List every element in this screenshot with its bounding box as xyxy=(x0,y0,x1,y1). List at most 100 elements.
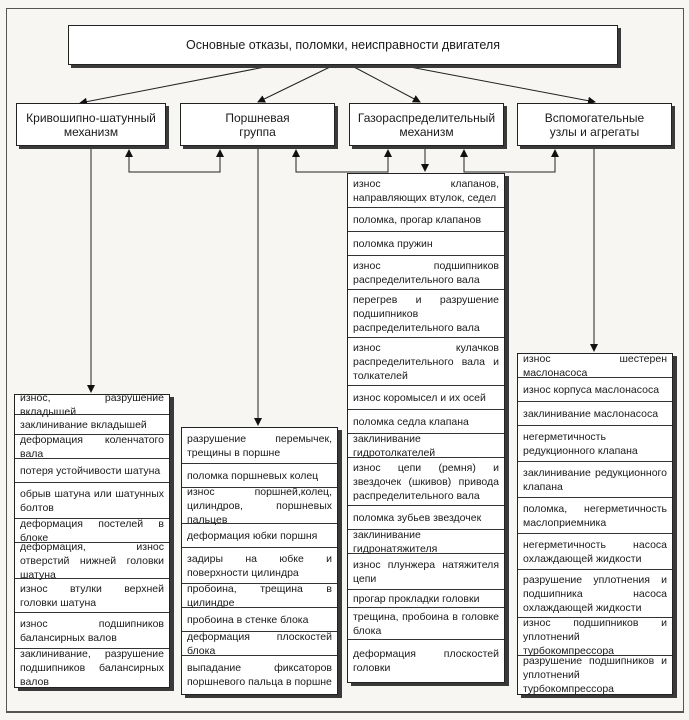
list-item-text: разрушение подшипников и уплотнений турб… xyxy=(523,655,667,695)
list-item-text: задиры на юбке и поверхности цилиндра xyxy=(187,552,332,579)
list-item: задиры на юбке и поверхности цилиндра xyxy=(182,548,337,584)
list-item-text: разрушение уплотнения и подшипника насос… xyxy=(523,573,667,614)
list-item: поломка, прогар клапанов xyxy=(348,208,504,232)
list-item-text: трещина, пробоина в головке блока xyxy=(353,610,499,637)
list-item: износ плунжера натяжителя цепи xyxy=(348,554,504,590)
list-item: деформация плоскостей головки xyxy=(348,640,504,682)
category-label: группа xyxy=(239,124,276,139)
list-item: заклинивание гидротолкателей xyxy=(348,432,504,459)
list-item-text: негерметичность насоса охлаждающей жидко… xyxy=(523,538,667,565)
list-item-text: износ шестерен маслонасоса xyxy=(523,352,667,379)
list-item-text: износ подшипников балансирных валов xyxy=(20,617,164,644)
list-item: износ цепи (ремня) и звездочек (шкивов) … xyxy=(348,458,504,506)
list-item: пробоина в стенке блока xyxy=(182,608,337,632)
list-item-text: прогар прокладки головки xyxy=(353,592,480,605)
list-item-text: заклинивание, разрушение подшипников бал… xyxy=(20,648,164,688)
list-item: заклинивание маслонасоса xyxy=(518,402,672,426)
list-item-text: деформация коленчатого вала xyxy=(20,433,164,460)
list-item-text: деформация юбки поршня xyxy=(187,529,318,542)
list-item-text: заклинивание вкладышей xyxy=(20,418,147,431)
arrow-title-to-valve xyxy=(353,66,421,103)
list-item: деформация постелей в блоке xyxy=(15,517,169,544)
list-item: поломка седла клапана xyxy=(348,410,504,434)
list-item-text: износ подшипников распределительного вал… xyxy=(353,259,499,286)
link-crank-piston xyxy=(128,162,221,173)
list-item-text: износ плунжера натяжителя цепи xyxy=(353,558,499,585)
list-item: трещина, пробоина в головке блока xyxy=(348,608,504,640)
list-item-text: негерметичность редукционного клапана xyxy=(523,430,638,457)
list-item: разрушение уплотнения и подшипника насос… xyxy=(518,570,672,618)
list-item-text: поломка, негерметичность маслоприемника xyxy=(523,502,667,529)
list-item-text: деформация постелей в блоке xyxy=(20,517,164,544)
list-item: износ, разрушение вкладышей xyxy=(15,392,169,418)
category-label: механизм xyxy=(399,124,454,139)
main-title-box: Основные отказы, поломки, неисправности … xyxy=(68,25,618,65)
list-piston-failures: разрушение перемычек, трещины в поршне п… xyxy=(181,427,338,695)
list-item: негерметичность насоса охлаждающей жидко… xyxy=(518,534,672,570)
list-item-text: заклинивание редукционного клапана xyxy=(523,466,667,493)
list-item-text: износ клапанов, направляющих втулок, сед… xyxy=(353,177,499,204)
list-item: поломка зубьев звездочек xyxy=(348,506,504,530)
link-piston-valve xyxy=(295,162,389,173)
list-item: поломка поршневых колец xyxy=(182,464,337,488)
category-label: Газораспределительный xyxy=(357,110,496,125)
list-item-text: выпадание фиксаторов поршневого пальца в… xyxy=(187,662,332,688)
list-item: обрыв шатуна или шатунных болтов xyxy=(15,483,169,519)
list-item: поломка пружин xyxy=(348,232,504,256)
link-valve-aux xyxy=(463,162,556,173)
arrow-title-to-piston xyxy=(257,66,331,103)
list-item-text: пробоина, трещина в цилиндре xyxy=(187,582,332,609)
list-item-text: поломка, прогар клапанов xyxy=(353,213,482,226)
list-item-text: заклинивание гидротолкателей xyxy=(353,432,436,459)
list-item-text: заклинивание маслонасоса xyxy=(523,407,659,420)
list-item: износ подшипников распределительного вал… xyxy=(348,256,504,290)
list-item: деформация юбки поршня xyxy=(182,524,337,548)
list-item: прогар прокладки головки xyxy=(348,590,504,608)
list-item-text: разрушение перемычек, трещины в поршне xyxy=(187,432,332,459)
list-item: износ подшипников и уплотнений турбокомп… xyxy=(518,616,672,657)
list-item-text: деформация плоскостей головки xyxy=(353,648,499,674)
list-auxiliary-failures: износ шестерен маслонасоса износ корпуса… xyxy=(517,353,673,695)
category-label: узлы и агрегаты xyxy=(549,124,640,139)
list-item: разрушение перемычек, трещины в поршне xyxy=(182,428,337,464)
list-item-text: деформация, износ отверстий нижней голов… xyxy=(20,540,164,581)
list-item: износ поршней,колец, цилиндров, поршневы… xyxy=(182,485,337,526)
list-item-text: поломка зубьев звездочек xyxy=(353,511,482,524)
arrow-title-to-aux xyxy=(409,66,596,105)
main-title: Основные отказы, поломки, неисправности … xyxy=(186,38,500,52)
list-item: заклинивание вкладышей xyxy=(15,415,169,435)
list-item-text: перегрев и разрушение подшипников распре… xyxy=(353,293,499,334)
list-item: поломка, негерметичность маслоприемника xyxy=(518,498,672,534)
category-label: Вспомогательные xyxy=(544,110,645,125)
list-item-text: износ поршней,колец, цилиндров, поршневы… xyxy=(187,485,332,526)
list-item: износ шестерен маслонасоса xyxy=(518,352,672,379)
list-item: износ корпуса маслонасоса xyxy=(518,378,672,402)
list-item-text: износ корпуса маслонасоса xyxy=(523,383,660,396)
category-label: Кривошипно-шатунный xyxy=(26,110,156,125)
list-item-text: износ втулки верхней головки шатуна xyxy=(20,582,164,609)
list-item: деформация, износ отверстий нижней голов… xyxy=(15,540,169,581)
list-item: разрушение подшипников и уплотнений турб… xyxy=(518,655,672,695)
category-label: Поршневая xyxy=(225,110,290,125)
list-item: деформация коленчатого вала xyxy=(15,433,169,460)
list-item: износ клапанов, направляющих втулок, сед… xyxy=(348,174,504,208)
list-item: износ подшипников балансирных валов xyxy=(15,613,169,649)
list-item: заклинивание редукционного клапана xyxy=(518,462,672,498)
list-item-text: износ подшипников и уплотнений турбокомп… xyxy=(523,616,667,657)
list-item: износ кулачков распределительного вала и… xyxy=(348,338,504,386)
list-item: износ втулки верхней головки шатуна xyxy=(15,579,169,613)
list-item-text: деформация плоскостей блока xyxy=(187,630,332,657)
category-label: механизм xyxy=(63,124,119,139)
list-item-text: износ коромысел и их осей xyxy=(353,391,486,404)
list-item-text: поломка поршневых колец xyxy=(187,469,319,482)
arrow-title-to-crank xyxy=(79,66,266,106)
list-item: пробоина, трещина в цилиндре xyxy=(182,582,337,609)
list-item-text: поломка пружин xyxy=(353,237,433,250)
list-item-text: потеря устойчивости шатуна xyxy=(20,464,161,477)
list-item: износ коромысел и их осей xyxy=(348,386,504,410)
list-item: заклинивание, разрушение подшипников бал… xyxy=(15,648,169,688)
